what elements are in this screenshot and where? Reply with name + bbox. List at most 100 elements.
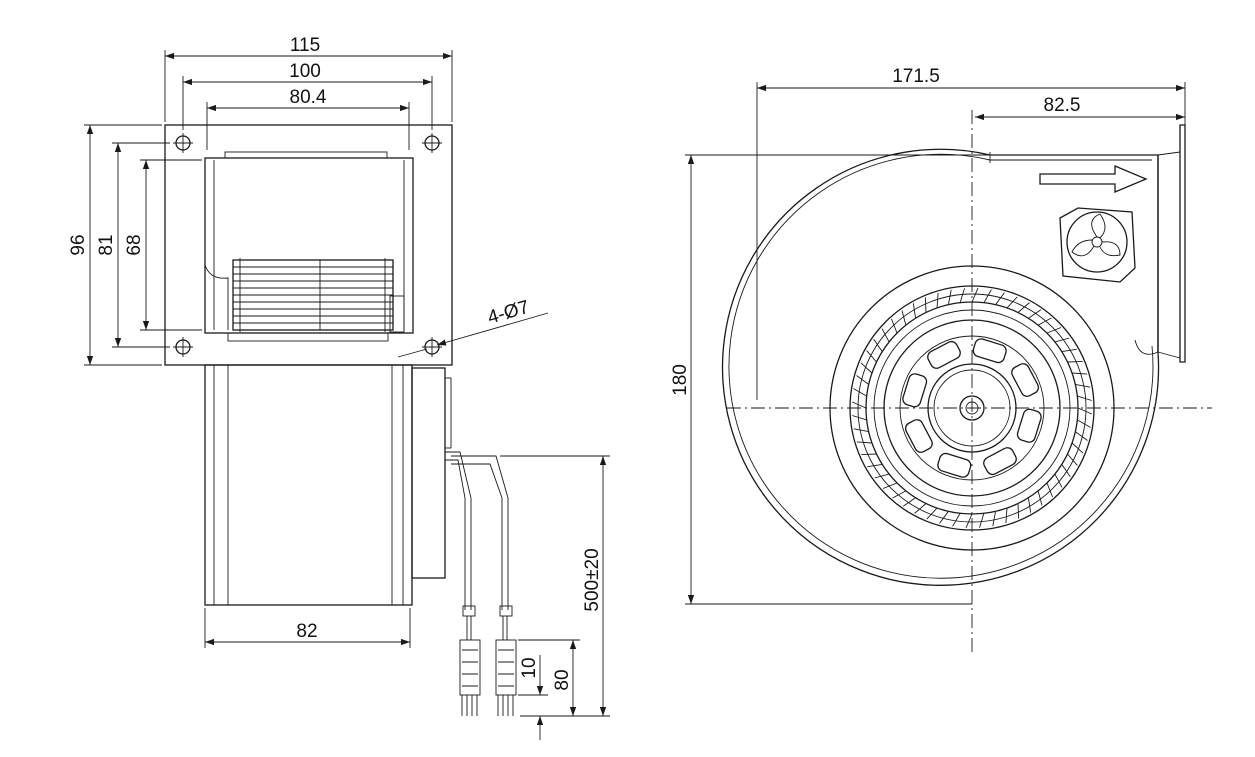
label-outlet-offset: 82.5: [1044, 95, 1081, 116]
impeller-blade: [1077, 395, 1092, 401]
impeller-blade: [902, 497, 916, 507]
impeller-side: [232, 258, 394, 332]
impeller-blade: [851, 401, 867, 409]
impeller-blade: [1054, 473, 1063, 488]
hub-lobe: [1016, 408, 1042, 443]
impeller-blade: [852, 415, 867, 421]
impeller-blade: [853, 388, 867, 397]
dim-flange-height: 96: [68, 124, 162, 366]
impeller-blade: [892, 490, 907, 499]
impeller-blade: [1027, 497, 1032, 513]
side-view: 115 100 80.4 96 81: [68, 35, 610, 740]
dim-overall-height: 180: [670, 154, 990, 605]
hub-lobe: [927, 340, 961, 369]
hub-lobe: [937, 452, 972, 478]
dim-hole-pitch-horizontal: 100: [182, 61, 433, 130]
impeller-blade: [947, 289, 952, 305]
impeller-blade: [873, 338, 883, 352]
label-motor-width: 82: [296, 621, 317, 642]
front-view: 171.5 82.5 180: [670, 66, 1212, 652]
impeller-blade: [992, 511, 997, 527]
dim-lead-length: 500±20: [500, 455, 610, 717]
impeller-blade: [1046, 482, 1053, 498]
lead-wires: [445, 451, 517, 716]
hub-lobes: [902, 338, 1042, 478]
hub-lobe: [902, 373, 928, 408]
impeller-blade: [882, 482, 898, 489]
housing: [204, 151, 414, 342]
impeller-blade: [979, 513, 985, 528]
impeller-blade: [965, 513, 973, 529]
label-bare-wire: 10: [519, 657, 540, 678]
label-flange-width: 115: [290, 35, 320, 56]
impeller-blade: [874, 473, 890, 479]
dim-hole-pitch-vertical: 81: [96, 142, 170, 348]
hub-lobe: [904, 419, 933, 453]
impeller-blade: [926, 507, 938, 520]
impeller-blade: [1075, 431, 1088, 441]
label-hole-pitch-horizontal: 100: [289, 61, 321, 82]
impeller-blade: [860, 362, 873, 374]
impeller-blade: [995, 292, 1005, 305]
label-overall-width: 171.5: [892, 66, 940, 87]
impeller-blade: [891, 318, 898, 334]
center-lines: [727, 110, 1212, 652]
label-overall-height: 180: [670, 364, 691, 396]
impeller-blade: [1061, 464, 1071, 478]
label-lead-length: 500±20: [582, 548, 603, 611]
impeller-blade: [856, 441, 872, 444]
impeller-blade: [959, 288, 965, 303]
impeller-blade: [936, 292, 939, 308]
label-mounting-holes: 4-Ø7: [485, 297, 531, 329]
impeller-blade: [1054, 337, 1070, 343]
dim-flange-width: 115: [164, 35, 453, 122]
dim-bare-wire: 10: [518, 655, 548, 740]
mounting-holes: [173, 133, 442, 357]
impeller-blade: [912, 303, 917, 319]
hub-lobe: [972, 338, 1007, 364]
dim-housing-width: 80.4: [206, 87, 410, 150]
hub-lobe: [1011, 363, 1040, 397]
impeller-blade: [1067, 453, 1078, 466]
dim-overall-width: 171.5: [756, 66, 1186, 400]
impeller-blade: [1061, 348, 1077, 353]
label-housing-width: 80.4: [290, 87, 327, 108]
impeller-blade: [1005, 508, 1008, 524]
dim-outlet-offset: 82.5: [975, 95, 1185, 121]
label-housing-height: 68: [124, 234, 145, 255]
impeller-blade: [1077, 419, 1091, 428]
impeller-blade: [856, 375, 869, 385]
volute-housing: [721, 124, 1186, 586]
impeller-blades: [851, 287, 1093, 529]
impeller-blade: [983, 289, 992, 303]
impeller-blade: [853, 428, 869, 433]
impeller-blade: [861, 453, 877, 456]
label-hole-pitch-vertical: 81: [96, 234, 117, 255]
impeller-blade: [939, 511, 949, 524]
motor-body: [204, 364, 452, 606]
impeller-blade: [1017, 302, 1030, 313]
dim-strip-length: 80: [518, 639, 580, 716]
mounting-flange: [164, 124, 453, 366]
impeller-blade: [1067, 360, 1083, 363]
hub-lobe: [983, 447, 1017, 476]
impeller-blade: [1077, 407, 1093, 415]
impeller-blade: [952, 513, 961, 527]
dim-motor-width: 82: [204, 608, 411, 648]
impeller-blade: [1071, 442, 1084, 454]
impeller-blade: [924, 297, 927, 313]
impeller-blade: [914, 503, 927, 514]
impeller-blade: [866, 350, 877, 363]
label-strip-length: 80: [552, 669, 573, 690]
impeller-blade: [867, 463, 883, 468]
impeller-blade: [901, 310, 907, 326]
impeller-blade: [1028, 309, 1042, 319]
fan-symbol-icon: [1059, 207, 1136, 283]
impeller-blade: [881, 328, 890, 343]
impeller-blade: [1017, 503, 1020, 519]
impeller-blade: [1075, 383, 1091, 388]
impeller-blade: [1046, 327, 1062, 334]
impeller-blade: [971, 287, 979, 303]
dim-mounting-holes: 4-Ø7: [397, 297, 549, 358]
